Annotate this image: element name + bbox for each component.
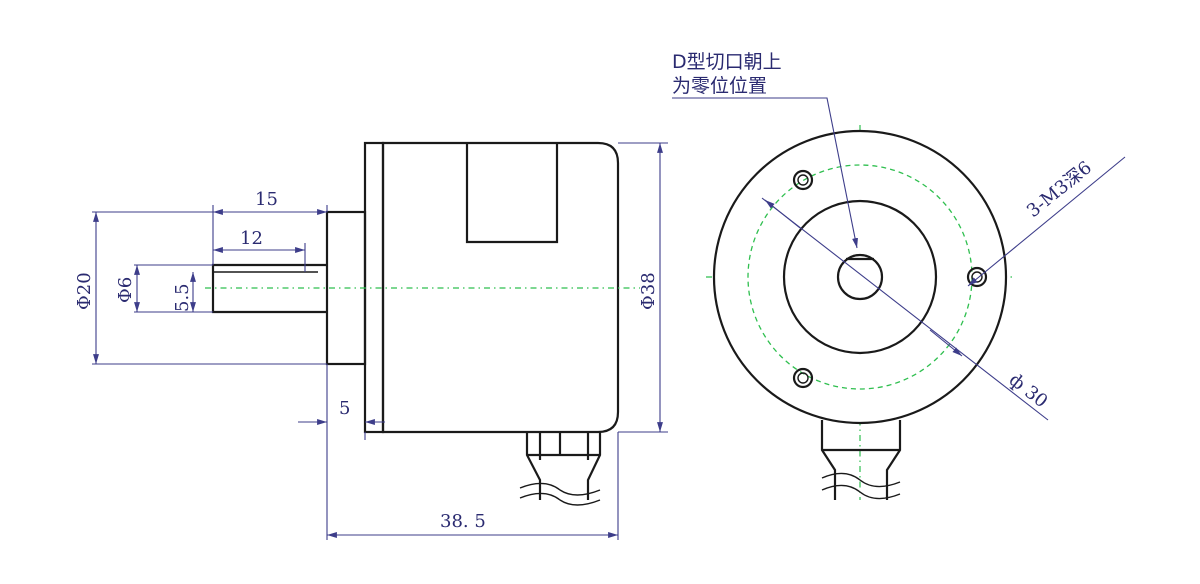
dim-5: 5 (339, 398, 350, 419)
shaft-circle (836, 253, 884, 301)
dim-phi6: Φ6 (115, 277, 136, 303)
outer-housing-circle (712, 129, 1008, 425)
shaft (211, 263, 327, 314)
note-leader (672, 97, 858, 249)
dim-5-5: 5.5 (172, 283, 193, 312)
dim-15: 15 (255, 189, 278, 210)
note-line-2: 为零位位置 (672, 75, 767, 97)
cable-gland (525, 432, 602, 500)
top-recess (465, 143, 559, 244)
front-cable-gland (820, 420, 902, 500)
cable-break (519, 482, 601, 496)
note-line-1: D型切口朝上 (672, 51, 782, 73)
side-view: 15 12 Φ20 Φ6 5.5 5 Φ38 38. 5 (74, 141, 668, 540)
front-view: ф 30 3-M3深6 D型切口朝上 为零位位置 (672, 51, 1126, 500)
dim-phi30: ф 30 (1005, 369, 1052, 412)
boss-circle (782, 199, 938, 355)
dim-12: 12 (240, 228, 263, 249)
dim-phi20: Φ20 (74, 272, 95, 310)
mounting-hole-bottom-left (792, 367, 814, 389)
dim-phi38: Φ38 (638, 272, 659, 310)
encoder-body (381, 141, 620, 434)
mounting-hole-top-left (792, 169, 814, 191)
hole-leader (967, 156, 1126, 287)
dim-38-5: 38. 5 (440, 511, 486, 532)
